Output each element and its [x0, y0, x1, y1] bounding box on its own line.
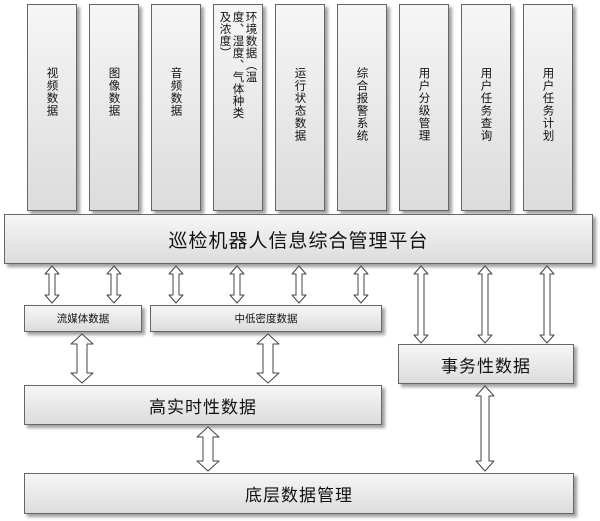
- column-label: 用户分级管理: [417, 67, 432, 142]
- column-alarm-system: 综合报警系统: [337, 4, 387, 211]
- double-arrow-icon: [477, 265, 493, 344]
- double-arrow-icon: [291, 265, 307, 304]
- column-label: 图像数据: [107, 67, 122, 117]
- column-label-line: 及浓度）: [218, 11, 233, 59]
- double-arrow-icon: [70, 333, 94, 384]
- environment-label-group: 环境数据（温 度、湿度、气体种类 及浓度）: [218, 11, 259, 119]
- column-image-data: 图像数据: [89, 4, 139, 211]
- column-user-task-query: 用户任务查询: [461, 4, 511, 211]
- transactional-data-box: 事务性数据: [398, 344, 574, 384]
- streaming-data-box: 流媒体数据: [24, 305, 142, 332]
- double-arrow-icon: [44, 265, 60, 304]
- double-arrow-icon: [475, 385, 495, 472]
- platform-label: 巡检机器人信息综合管理平台: [168, 229, 429, 252]
- column-label: 运行状态数据: [293, 67, 308, 142]
- column-label-line: 度、湿度、气体种类: [231, 11, 246, 119]
- storage-management-bar: 底层数据管理: [24, 473, 574, 514]
- column-environment-data: 环境数据（温 度、湿度、气体种类 及浓度）: [213, 4, 263, 211]
- transactional-data-label: 事务性数据: [441, 356, 531, 377]
- double-arrow-icon: [413, 265, 429, 344]
- streaming-data-label: 流媒体数据: [56, 313, 110, 325]
- column-user-task-plan: 用户任务计划: [523, 4, 573, 211]
- double-arrow-icon: [168, 265, 184, 304]
- low-density-data-box: 中低密度数据: [150, 305, 382, 332]
- column-label: 用户任务计划: [541, 67, 556, 142]
- realtime-data-box: 高实时性数据: [24, 385, 382, 425]
- column-label: 用户任务查询: [479, 67, 494, 142]
- column-label: 音频数据: [169, 67, 184, 117]
- storage-management-label: 底层数据管理: [245, 486, 353, 506]
- double-arrow-icon: [106, 265, 122, 304]
- column-label-line: 环境数据（温: [244, 11, 259, 83]
- double-arrow-icon: [196, 426, 220, 472]
- double-arrow-icon: [539, 265, 555, 344]
- column-label: 视频数据: [45, 67, 60, 117]
- column-label: 综合报警系统: [355, 67, 370, 142]
- column-video-data: 视频数据: [27, 4, 77, 211]
- realtime-data-label: 高实时性数据: [149, 397, 257, 418]
- double-arrow-icon: [353, 265, 369, 304]
- column-run-state-data: 运行状态数据: [275, 4, 325, 211]
- column-audio-data: 音频数据: [151, 4, 201, 211]
- double-arrow-icon: [229, 265, 245, 304]
- double-arrow-icon: [256, 333, 280, 384]
- platform-bar: 巡检机器人信息综合管理平台: [4, 214, 593, 264]
- low-density-data-label: 中低密度数据: [234, 313, 298, 325]
- column-user-level-management: 用户分级管理: [399, 4, 449, 211]
